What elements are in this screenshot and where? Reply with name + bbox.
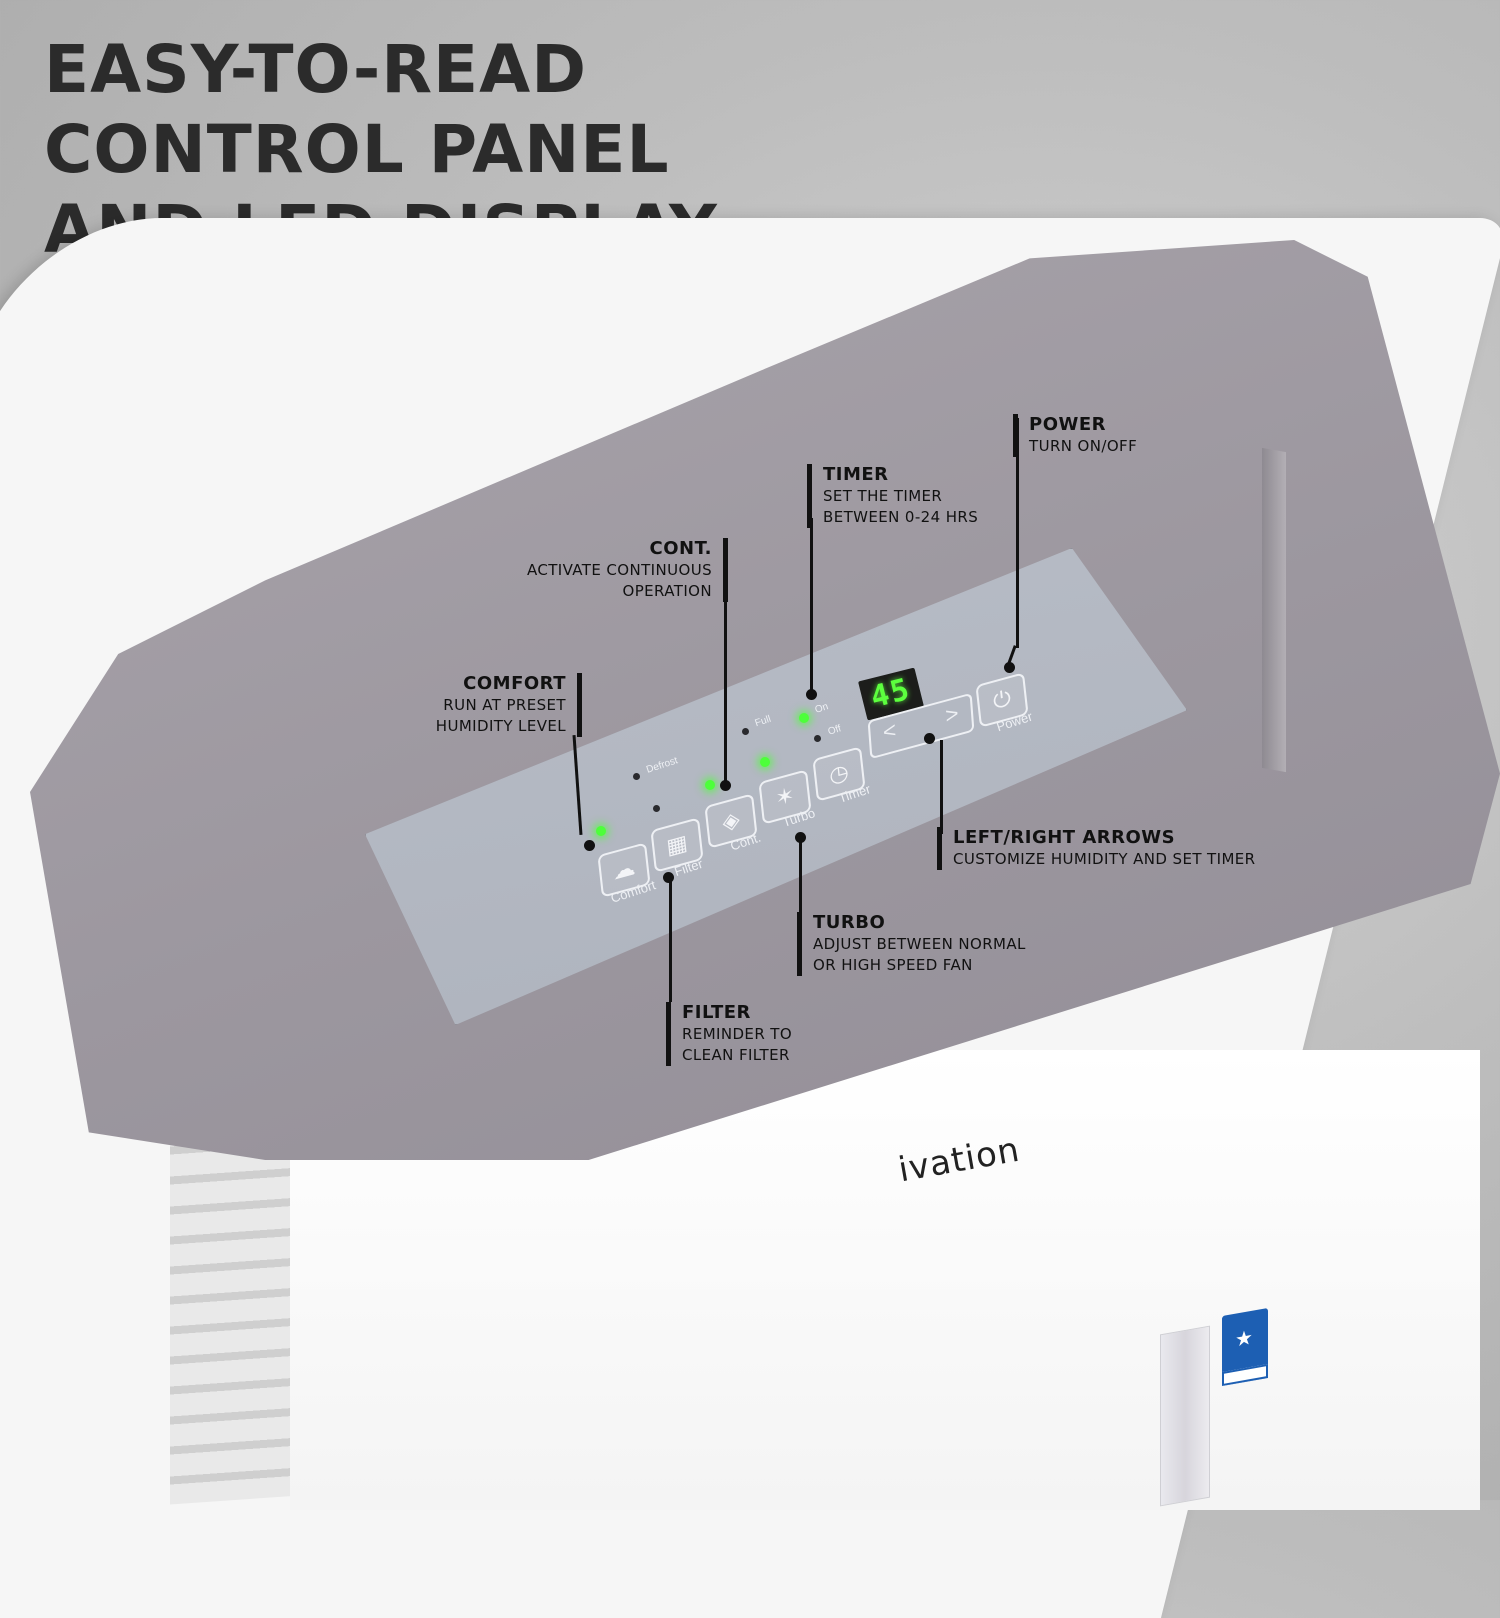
timer-leader-dot xyxy=(806,689,817,700)
timer-callout-desc-1: SET THE TIMER xyxy=(823,487,943,505)
timer-callout-desc-2: BETWEEN 0-24 HRS xyxy=(823,508,979,526)
water-tank-window xyxy=(1160,1325,1210,1507)
cont-leader-line xyxy=(724,600,727,782)
cont-callout-desc-2: OPERATION xyxy=(622,582,712,600)
power-leader-dot xyxy=(1004,662,1015,673)
turbo-callout: TURBO ADJUST BETWEEN NORMAL OR HIGH SPEE… xyxy=(797,912,1026,976)
filter-leader-line xyxy=(669,880,672,1002)
energy-star-badge: ★ xyxy=(1222,1307,1268,1387)
comfort-callout-title: COMFORT xyxy=(463,673,566,694)
comfort-led xyxy=(596,826,606,836)
timer-callout-title: TIMER xyxy=(823,464,889,485)
timer-on-led xyxy=(799,713,809,723)
power-leader-line xyxy=(1016,418,1019,648)
turbo-callout-desc-2: OR HIGH SPEED FAN xyxy=(813,956,973,974)
power-callout-desc: TURN ON/OFF xyxy=(1029,437,1138,455)
cont-led xyxy=(705,780,715,790)
timer-leader-line xyxy=(810,518,813,690)
filter-callout: FILTER REMINDER TO CLEAN FILTER xyxy=(666,1002,792,1066)
arrows-callout-desc: CUSTOMIZE HUMIDITY AND SET TIMER xyxy=(953,850,1256,868)
turbo-led xyxy=(760,757,770,767)
turbo-leader-line xyxy=(799,842,802,918)
full-indicator-led xyxy=(742,728,749,735)
cont-callout: CONT. ACTIVATE CONTINUOUS OPERATION xyxy=(527,538,728,602)
filter-callout-title: FILTER xyxy=(682,1002,751,1023)
arrows-callout-title: LEFT/RIGHT ARROWS xyxy=(953,827,1176,848)
left-arrow-icon[interactable]: < xyxy=(882,717,898,745)
top-rim xyxy=(1262,447,1286,773)
headline-line-1: EASY-TO-READ xyxy=(44,31,587,108)
comfort-callout: COMFORT RUN AT PRESET HUMIDITY LEVEL xyxy=(436,673,582,737)
right-arrow-icon[interactable]: > xyxy=(944,700,960,728)
comfort-leader-dot xyxy=(584,840,595,851)
arrows-leader-dot xyxy=(924,733,935,744)
headline-line-2: CONTROL PANEL xyxy=(44,111,670,188)
power-callout: POWER TURN ON/OFF xyxy=(1013,414,1137,457)
filter-callout-desc-2: CLEAN FILTER xyxy=(682,1046,790,1064)
turbo-callout-title: TURBO xyxy=(813,912,886,933)
arrows-callout: LEFT/RIGHT ARROWS CUSTOMIZE HUMIDITY AND… xyxy=(937,827,1255,870)
comfort-callout-desc-2: HUMIDITY LEVEL xyxy=(435,717,566,735)
arrows-leader-line xyxy=(940,740,943,834)
timer-callout: TIMER SET THE TIMER BETWEEN 0-24 HRS xyxy=(807,464,978,528)
cont-callout-desc-1: ACTIVATE CONTINUOUS xyxy=(526,561,712,579)
power-callout-title: POWER xyxy=(1029,414,1107,435)
star-icon: ★ xyxy=(1235,1326,1253,1352)
cont-leader-dot xyxy=(720,780,731,791)
comfort-callout-desc-1: RUN AT PRESET xyxy=(443,696,566,714)
turbo-callout-desc-1: ADJUST BETWEEN NORMAL xyxy=(813,935,1026,953)
cont-callout-title: CONT. xyxy=(649,538,712,559)
filter-callout-desc-1: REMINDER TO xyxy=(682,1025,793,1043)
timer-off-led xyxy=(814,735,821,742)
defrost-indicator-led xyxy=(633,773,640,780)
turbo-leader-dot xyxy=(795,832,806,843)
filter-indicator-led xyxy=(653,805,660,812)
filter-leader-dot xyxy=(663,872,674,883)
